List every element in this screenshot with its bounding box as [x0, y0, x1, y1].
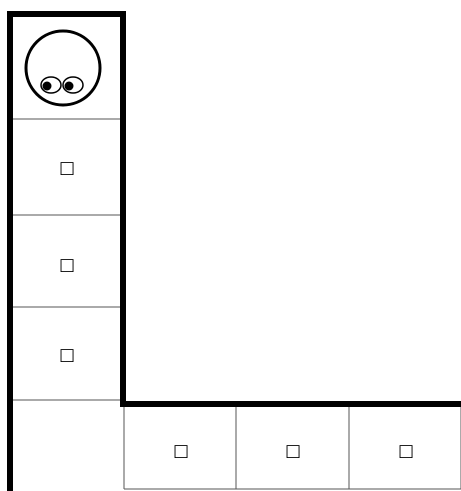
cell-marker[interactable]: □: [285, 441, 301, 461]
player-face: [26, 31, 100, 105]
cell-marker[interactable]: □: [173, 441, 189, 461]
cell-marker[interactable]: □: [59, 158, 75, 178]
left-pupil: [43, 82, 52, 91]
cell-marker[interactable]: □: [59, 345, 75, 365]
cell-marker[interactable]: □: [59, 255, 75, 275]
right-pupil: [65, 82, 74, 91]
round-face-with-eyes-icon[interactable]: [26, 31, 100, 105]
cell-marker[interactable]: □: [398, 441, 414, 461]
